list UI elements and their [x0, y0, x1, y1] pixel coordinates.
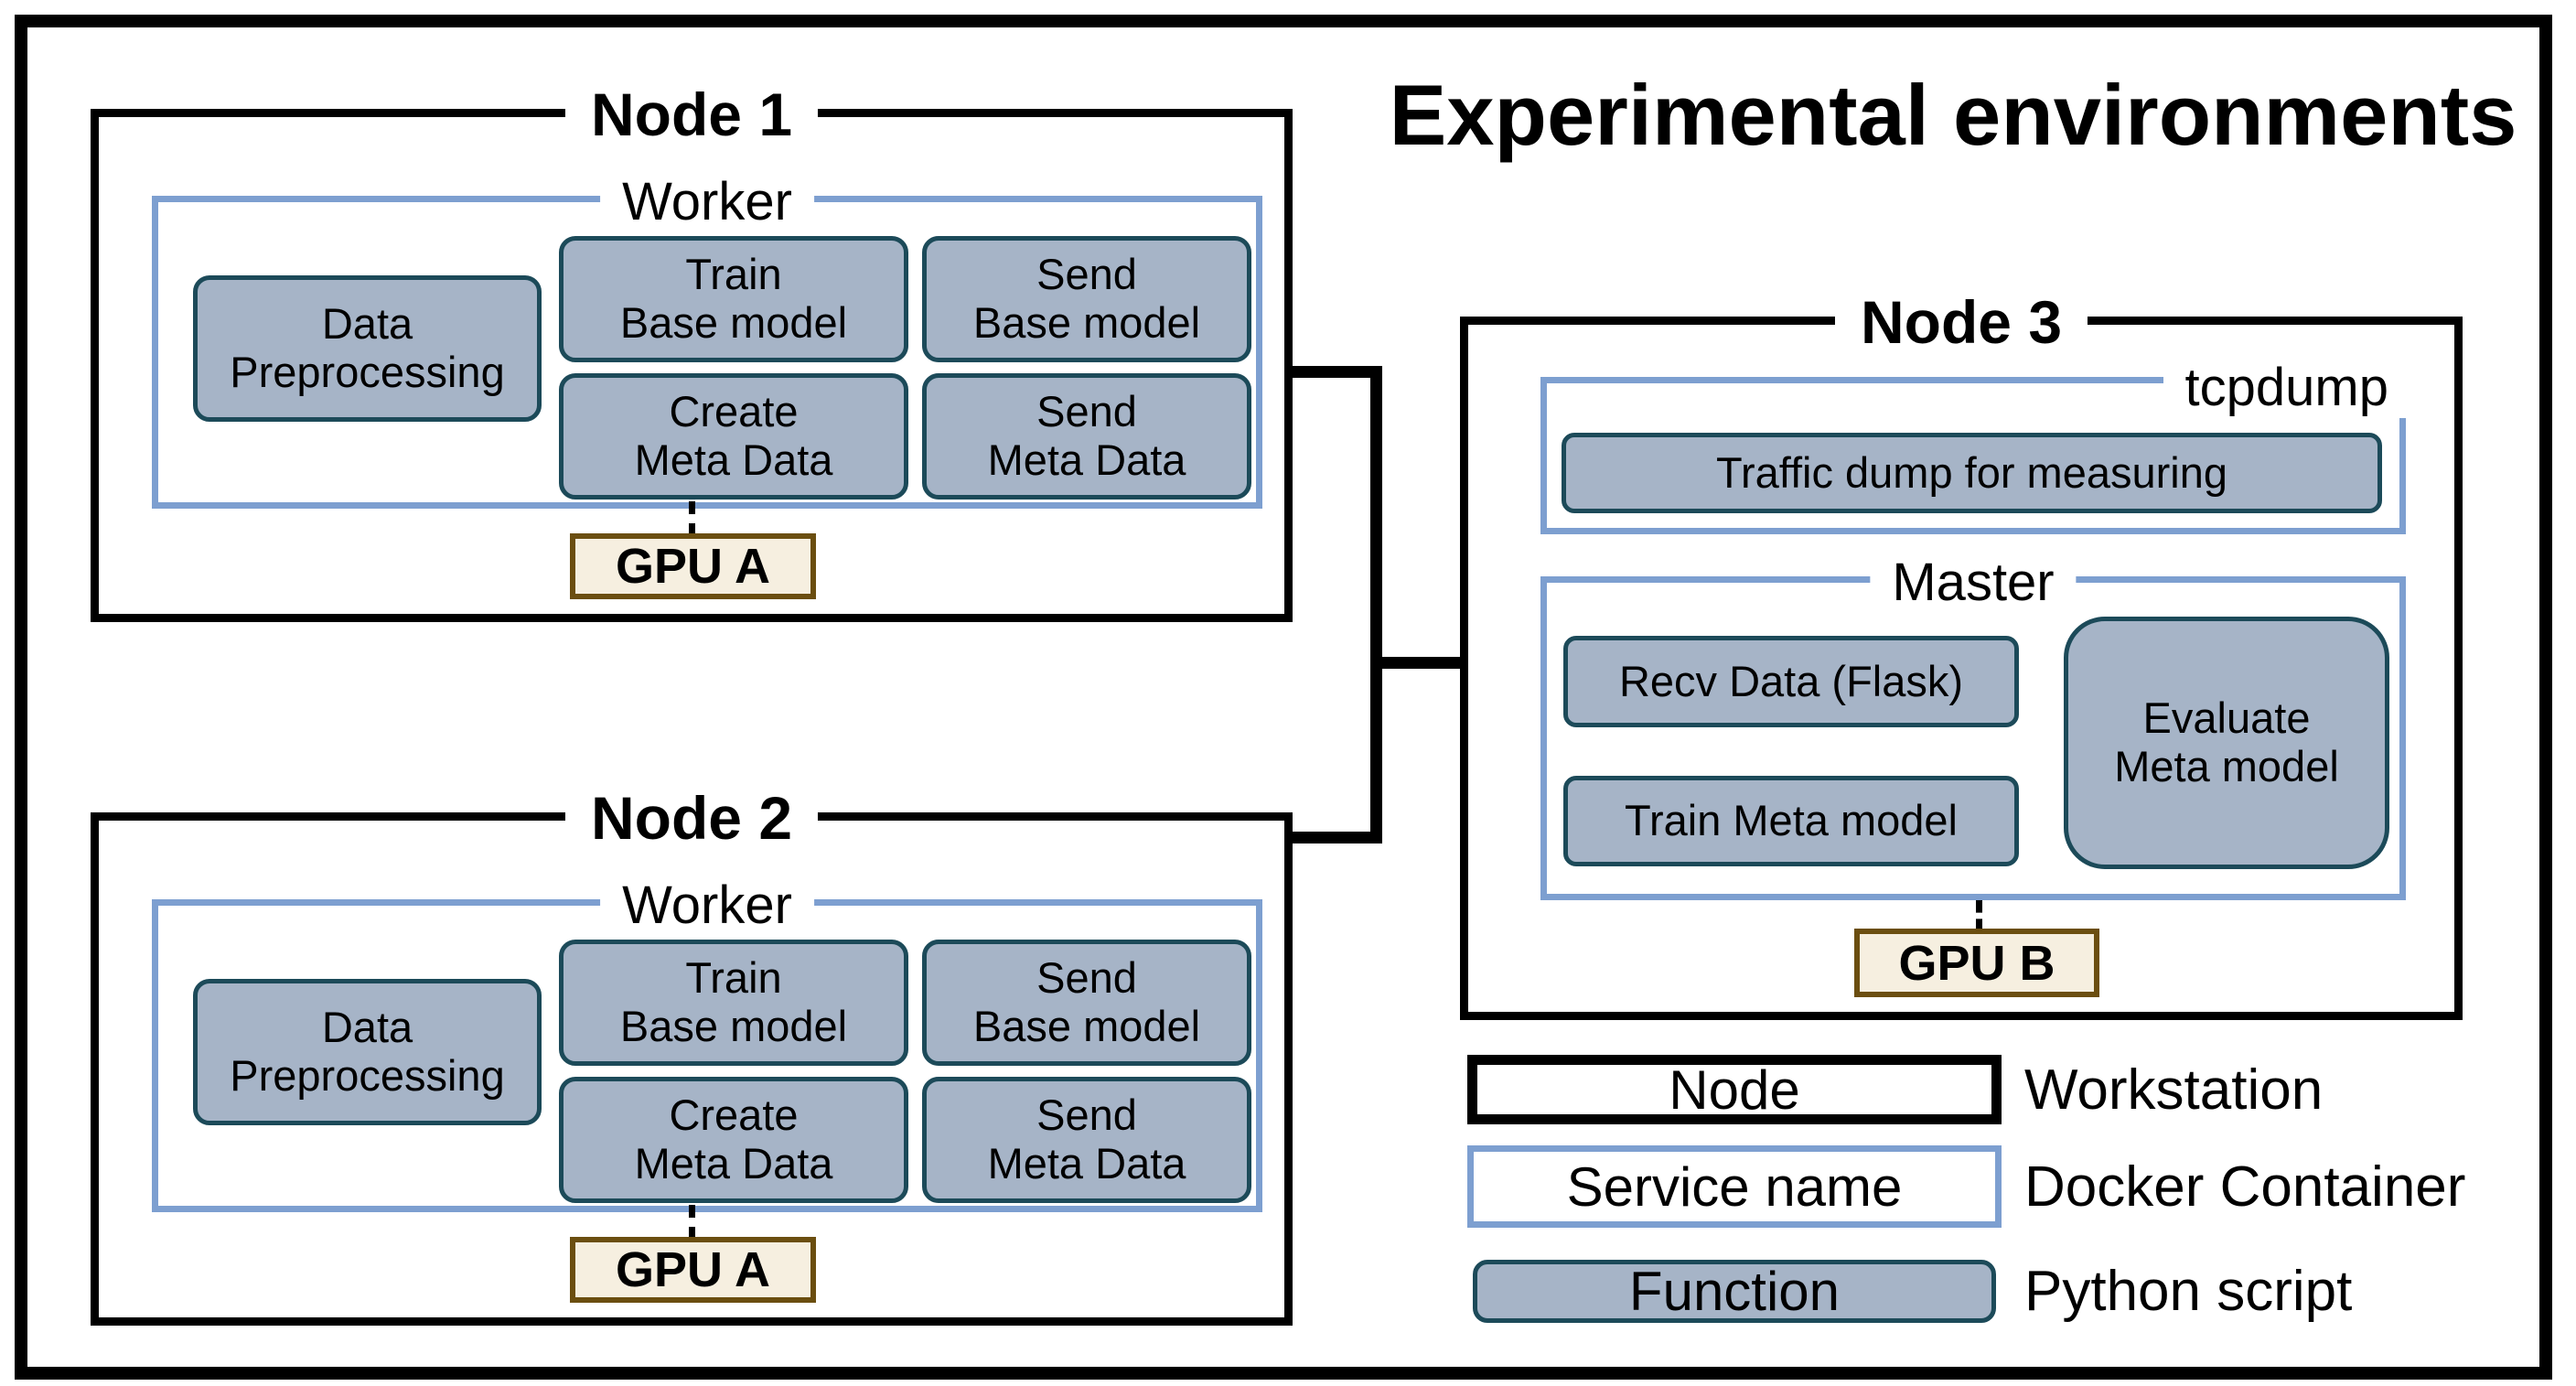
node2-box: Node 2 Worker Data Preprocessing Train B…	[91, 783, 1293, 1326]
page-title: Experimental environments	[1389, 67, 2517, 163]
node3-function-train-meta-model: Train Meta model	[1563, 776, 2019, 866]
node1-title: Node 1	[564, 80, 819, 149]
node1-worker-gpu-dashed-link	[689, 501, 695, 536]
node3-master-container: Master Recv Data (Flask) Train Meta mode…	[1540, 553, 2406, 900]
connector-node2-to-bus	[1288, 832, 1376, 843]
connector-bus-vertical	[1370, 366, 1382, 843]
node1-gpu-box: GPU A	[570, 533, 816, 599]
node1-function-create-meta-data-label: Create Meta Data	[634, 387, 833, 484]
node2-function-send-base-model: Send Base model	[922, 940, 1251, 1066]
node2-function-train-base-model-label: Train Base model	[619, 953, 848, 1050]
node3-function-recv-data-label: Recv Data (Flask)	[1618, 656, 1964, 705]
node1-box: Node 1 Worker Data Preprocessing Train B…	[91, 80, 1293, 622]
node1-function-send-base-model: Send Base model	[922, 236, 1251, 362]
node1-function-data-preprocessing-label: Data Preprocessing	[230, 299, 505, 396]
node3-master-label: Master	[1870, 553, 2077, 613]
node3-gpu-box: GPU B	[1854, 929, 2099, 997]
node3-function-evaluate-meta-model: Evaluate Meta model	[2064, 617, 2389, 869]
node2-function-send-meta-data: Send Meta Data	[922, 1077, 1251, 1203]
node3-box: Node 3 tcpdump Traffic dump for measurin…	[1460, 287, 2463, 1020]
node2-gpu-box: GPU A	[570, 1237, 816, 1303]
node3-function-train-meta-model-label: Train Meta model	[1625, 796, 1958, 845]
node3-function-recv-data: Recv Data (Flask)	[1563, 636, 2019, 727]
node2-function-train-base-model: Train Base model	[559, 940, 908, 1066]
node2-function-data-preprocessing: Data Preprocessing	[193, 979, 542, 1125]
connector-bus-to-node3	[1377, 657, 1464, 669]
node1-worker-container: Worker Data Preprocessing Train Base mod…	[152, 172, 1262, 509]
node2-function-send-base-model-label: Send Base model	[972, 953, 1201, 1050]
node2-function-send-meta-data-label: Send Meta Data	[987, 1091, 1186, 1187]
node1-gpu-label: GPU A	[615, 539, 770, 594]
node1-function-train-base-model-label: Train Base model	[619, 250, 848, 347]
legend-service-description: Docker Container	[2024, 1155, 2466, 1219]
legend-node-box: Node	[1467, 1055, 2002, 1124]
node3-function-evaluate-meta-model-label: Evaluate Meta model	[2114, 693, 2339, 790]
legend-function-box-label: Function	[1628, 1261, 1841, 1322]
node1-function-send-meta-data: Send Meta Data	[922, 373, 1251, 500]
node1-function-data-preprocessing: Data Preprocessing	[193, 275, 542, 422]
legend-function-description: Python script	[2024, 1260, 2353, 1323]
legend-service-box-label: Service name	[1566, 1155, 1903, 1218]
node3-function-traffic-dump-label: Traffic dump for measuring	[1716, 447, 2227, 497]
node3-function-traffic-dump: Traffic dump for measuring	[1562, 433, 2382, 513]
node2-worker-gpu-dashed-link	[689, 1205, 695, 1240]
legend-function-box: Function	[1473, 1260, 1996, 1323]
node1-worker-label: Worker	[600, 172, 814, 232]
node3-tcpdump-container: tcpdump Traffic dump for measuring	[1540, 358, 2410, 534]
node2-title: Node 2	[564, 783, 819, 853]
node3-gpu-label: GPU B	[1898, 935, 2055, 991]
connector-node1-to-bus	[1288, 366, 1376, 378]
node2-worker-container: Worker Data Preprocessing Train Base mod…	[152, 876, 1262, 1212]
node2-function-create-meta-data-label: Create Meta Data	[634, 1091, 833, 1187]
node2-worker-label: Worker	[600, 876, 814, 936]
node1-function-create-meta-data: Create Meta Data	[559, 373, 908, 500]
node1-function-train-base-model: Train Base model	[559, 236, 908, 362]
node2-function-data-preprocessing-label: Data Preprocessing	[230, 1003, 505, 1100]
node2-function-create-meta-data: Create Meta Data	[559, 1077, 908, 1203]
node1-function-send-meta-data-label: Send Meta Data	[987, 387, 1186, 484]
node1-function-send-base-model-label: Send Base model	[972, 250, 1201, 347]
legend-node-box-label: Node	[1669, 1058, 1800, 1121]
diagram-outer-frame	[15, 15, 2552, 1380]
node3-tcpdump-label: tcpdump	[2163, 358, 2410, 418]
node2-gpu-label: GPU A	[615, 1242, 770, 1297]
legend-service-box: Service name	[1467, 1145, 2002, 1228]
node3-master-gpu-dashed-link	[1976, 900, 1982, 931]
node3-title: Node 3	[1834, 287, 2088, 357]
legend-node-description: Workstation	[2024, 1058, 2324, 1122]
